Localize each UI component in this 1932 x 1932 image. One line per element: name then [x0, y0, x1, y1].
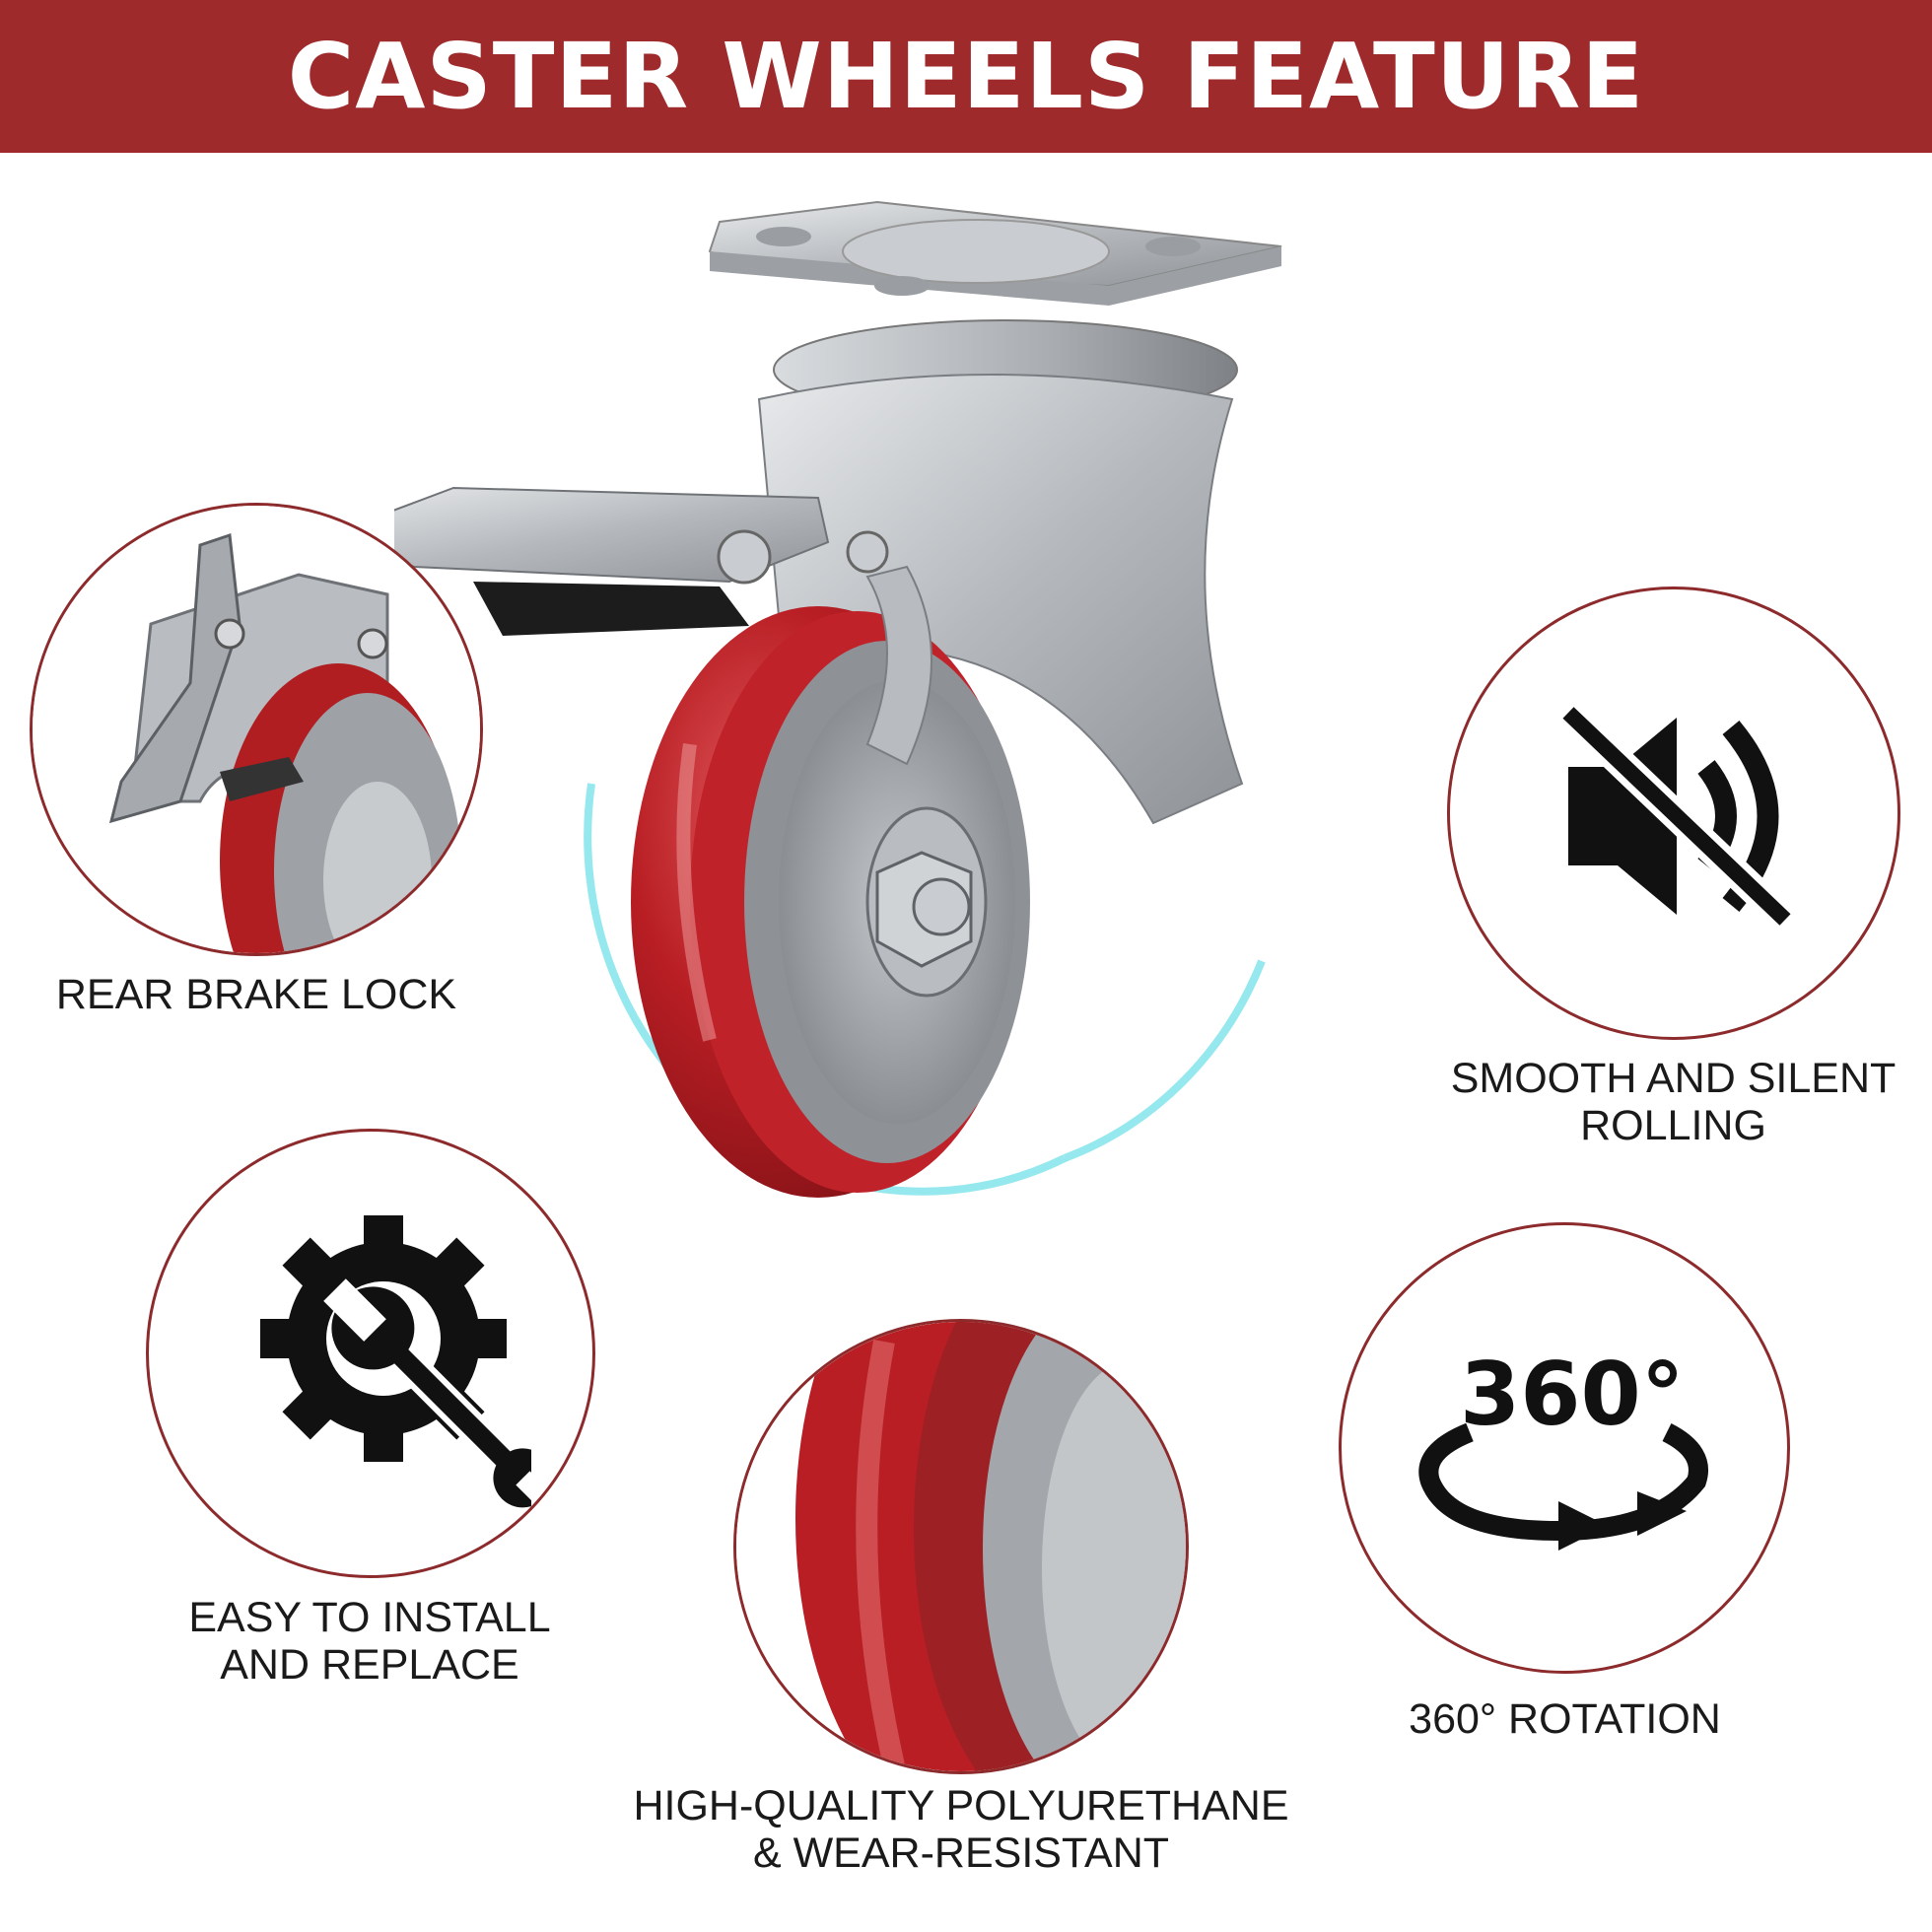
- page-title: CASTER WHEELS FEATURE: [287, 24, 1645, 129]
- rotation-360-icon: 360°: [1411, 1344, 1716, 1551]
- muted-speaker-icon: [1549, 688, 1805, 944]
- header-banner: CASTER WHEELS FEATURE: [0, 0, 1932, 153]
- install-circle: [146, 1129, 595, 1578]
- feature-label-install: EASY TO INSTALL AND REPLACE: [188, 1594, 551, 1689]
- brake-lock-closeup: [30, 503, 483, 956]
- gear-wrench-icon: [216, 1201, 531, 1516]
- caster-product-image: [394, 192, 1360, 1296]
- rotation-360-text: 360°: [1460, 1344, 1685, 1445]
- feature-label-polyurethane: HIGH-QUALITY POLYURETHANE & WEAR-RESISTA…: [633, 1782, 1289, 1877]
- feature-label-brake-lock: REAR BRAKE LOCK: [55, 971, 457, 1018]
- feature-label-rotation: 360° ROTATION: [1409, 1695, 1721, 1743]
- silent-circle: [1447, 586, 1900, 1040]
- feature-label-silent: SMOOTH AND SILENT ROLLING: [1450, 1055, 1897, 1149]
- rotation-circle: 360°: [1339, 1222, 1790, 1674]
- wheel-tread-closeup: [733, 1319, 1189, 1774]
